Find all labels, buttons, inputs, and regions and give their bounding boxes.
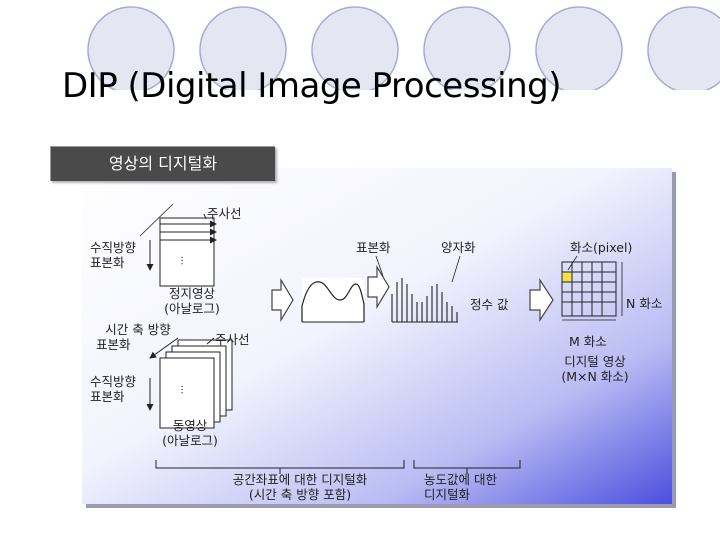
vertical-sampling-label-top: 수직방향 표본화 — [90, 240, 136, 270]
still-image-text: (아날로그) — [164, 301, 220, 316]
dots-bottom: ··· — [175, 384, 187, 395]
gray-digitization-label: 농도값에 대한 디지털화 — [424, 472, 497, 502]
gray-digitization-text: 디지털화 — [424, 487, 471, 502]
sampling-label: 표본화 — [356, 240, 391, 255]
dots-top: ··· — [175, 255, 187, 266]
vertical-sampling-text: 수직방향 — [90, 374, 137, 389]
digital-image-label: 디지털 영상 (M×N 화소) — [548, 354, 642, 384]
pixel-highlight — [562, 272, 572, 282]
vertical-sampling-text: 표본화 — [90, 389, 125, 404]
label-pointer — [139, 203, 174, 237]
scan-line-label-top: 주사선 — [207, 206, 242, 221]
pixel-grid-frame — [561, 261, 617, 317]
quantization-pointer — [451, 255, 461, 283]
digital-image-text: 디지털 영상 — [564, 354, 626, 369]
sampling-pointer — [375, 255, 384, 277]
decorative-circles — [87, 6, 720, 90]
still-image-frame — [159, 217, 215, 287]
video-label: 동영상 (아날로그) — [150, 418, 230, 448]
decor-circle — [535, 6, 623, 90]
panel-header: 영상의 디지털화 — [50, 146, 275, 181]
m-pixels-label: M 화소 — [569, 334, 607, 349]
decor-circle — [647, 6, 720, 90]
time-axis-label: 시간 축 방향 표본화 — [96, 322, 180, 352]
video-text: 동영상 — [172, 418, 208, 433]
decor-circle — [311, 6, 399, 90]
quantization-label: 양자화 — [441, 240, 476, 255]
time-axis-text: 표본화 — [96, 337, 131, 352]
video-frame — [159, 357, 215, 429]
time-axis-arrow — [149, 337, 179, 359]
n-pixels-label: N 화소 — [626, 296, 663, 311]
spatial-digitization-text: 공간좌표에 대한 디지털화 — [232, 472, 368, 487]
analog-waveform — [301, 281, 365, 322]
digital-image-text: (M×N 화소) — [561, 369, 629, 384]
slide-title: DIP (Digital Image Processing) — [62, 66, 561, 106]
still-image-text: 정지영상 — [168, 286, 215, 301]
integer-value-label: 정수 값 — [470, 297, 509, 312]
vertical-sampling-text: 수직방향 — [90, 240, 137, 255]
scan-line-label-bottom: 주사선 — [215, 332, 250, 347]
gray-digitization-text: 농도값에 대한 — [424, 472, 497, 487]
video-text: (아날로그) — [162, 433, 218, 448]
time-axis-text: 시간 축 방향 — [105, 322, 171, 337]
decor-circle — [423, 6, 511, 90]
vertical-sampling-label-bottom: 수직방향 표본화 — [90, 374, 136, 404]
block-arrow — [271, 277, 294, 323]
vertical-sampling-text: 표본화 — [90, 255, 125, 270]
decor-circle — [199, 6, 287, 90]
spatial-digitization-text: (시간 축 방향 포함) — [248, 487, 352, 502]
spatial-digitization-label: 공간좌표에 대한 디지털화 (시간 축 방향 포함) — [210, 472, 390, 502]
decor-circle — [87, 6, 175, 90]
scan-pointer — [203, 213, 207, 220]
block-arrow — [367, 264, 390, 310]
pixel-pointer — [567, 255, 578, 271]
block-arrow — [529, 277, 554, 323]
scan-pointer — [206, 337, 215, 345]
pixel-label: 화소(pixel) — [570, 240, 633, 255]
still-image-label: 정지영상 (아날로그) — [152, 286, 232, 316]
